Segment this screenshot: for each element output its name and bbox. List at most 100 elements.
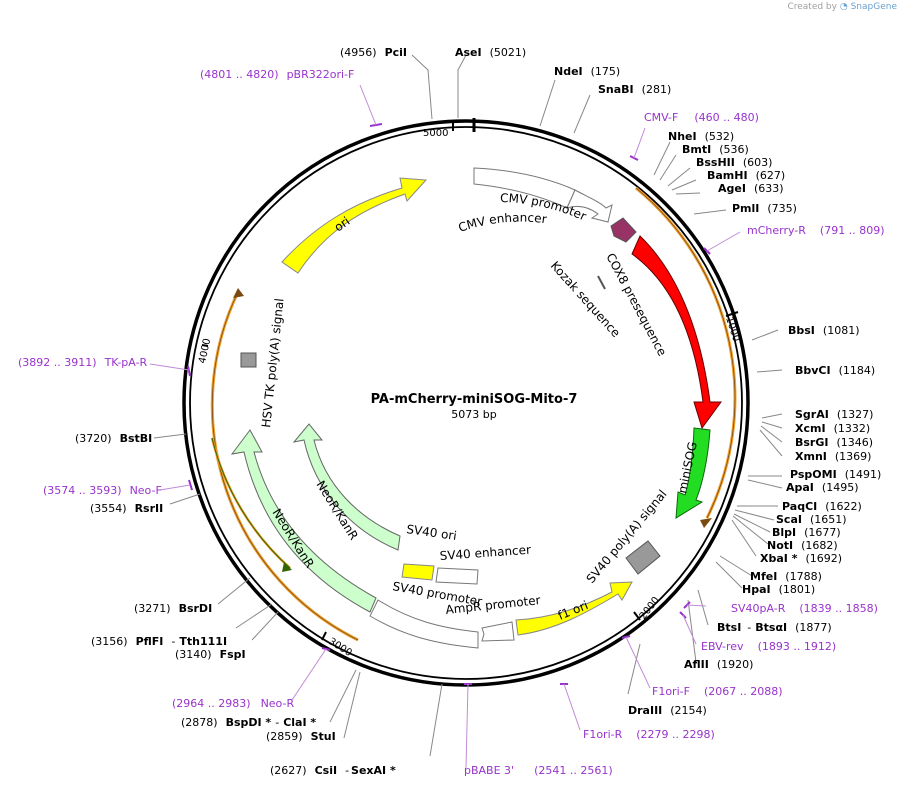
- feature-ampr-promoter: [481, 621, 515, 642]
- svg-text:BmtI(536): BmtI(536): [682, 143, 749, 156]
- site-rsr: (3554)RsrII: [90, 502, 163, 515]
- primer-neor: (2964 .. 2983)Neo-R: [172, 697, 294, 710]
- site-psp: PspOMI(1491): [790, 468, 881, 481]
- svg-text:SgrAI(1327): SgrAI(1327): [795, 408, 873, 421]
- primer-sv40par: SV40pA-R(1839 .. 1858): [731, 602, 878, 615]
- site-csi: (2627)CsiI-SexAI *: [270, 764, 396, 777]
- primer-leaders: [149, 84, 741, 769]
- svg-text:PaqCI(1622): PaqCI(1622): [782, 500, 862, 513]
- svg-text:NotI(1682): NotI(1682): [767, 539, 838, 552]
- cds-outline-left-arrow: [233, 288, 244, 298]
- svg-text:PspOMI(1491): PspOMI(1491): [790, 468, 881, 481]
- svg-text:(3140)FspI: (3140)FspI: [175, 648, 246, 661]
- svg-text:HpaI(1801): HpaI(1801): [742, 583, 815, 596]
- tick-4000: 4000: [197, 337, 213, 364]
- feature-pamcherry: [631, 235, 722, 430]
- site-afl: AflII(1920): [684, 658, 753, 671]
- neo-inner-arrow: [282, 562, 292, 572]
- svg-text:(2627)CsiI-SexAI *: (2627)CsiI-SexAI *: [270, 764, 396, 777]
- site-sgrai: SgrAI(1327): [795, 408, 873, 421]
- site-xba: XbaI *(1692): [760, 552, 842, 565]
- primer-f1orir: F1ori-R(2279 .. 2298): [583, 728, 715, 741]
- label-cmv-enhancer: CMV enhancer: [457, 211, 548, 235]
- svg-text:XcmI(1332): XcmI(1332): [795, 422, 870, 435]
- site-bsrdi: (3271)BsrDI: [134, 602, 212, 615]
- site-bmt: BmtI(536): [682, 143, 749, 156]
- site-bspdi: (2878)BspDI *-ClaI *: [181, 716, 316, 729]
- credit-prefix: Created by: [787, 2, 837, 12]
- feature-kozak: [597, 275, 606, 290]
- primer-pbr322: (4801 .. 4820)pBR322ori-F: [200, 68, 354, 81]
- svg-text:PmlI(735): PmlI(735): [732, 202, 797, 215]
- svg-text:NheI(532): NheI(532): [668, 130, 734, 143]
- svg-text:XbaI *(1692): XbaI *(1692): [760, 552, 842, 565]
- backbone-inner-ring: [189, 126, 743, 680]
- site-bts: BtsI-BtsαI(1877): [717, 621, 832, 634]
- primer-pbabe: pBABE 3'(2541 .. 2561): [464, 764, 613, 777]
- snapgene-logo-icon: ◔: [839, 2, 848, 12]
- tick-4000-label: 4000: [197, 337, 213, 364]
- svg-text:AflII(1920): AflII(1920): [684, 658, 753, 671]
- feature-minisog: [675, 427, 711, 519]
- feature-hsv-tk: [240, 352, 257, 368]
- svg-text:(3574 .. 3593)Neo-F: (3574 .. 3593)Neo-F: [43, 484, 162, 497]
- label-hsv-tk: HSV TK poly(A) signal: [259, 298, 287, 429]
- site-dra: DraIII(2154): [628, 704, 707, 717]
- site-bstbi: (3720)BstBI: [75, 432, 152, 445]
- site-snab: SnaBI(281): [598, 83, 671, 96]
- primer-mcherryr: mCherry-R(791 .. 809): [747, 224, 884, 237]
- svg-text:AgeI(633): AgeI(633): [718, 182, 784, 195]
- feature-cox8: [610, 217, 637, 243]
- svg-text:BbsI(1081): BbsI(1081): [788, 324, 859, 337]
- tick-5000-label: 5000: [423, 128, 448, 139]
- svg-text:SV40pA-R(1839 .. 1858): SV40pA-R(1839 .. 1858): [731, 602, 878, 615]
- feature-f1ori: [515, 581, 633, 636]
- feature-sv40-ori: [401, 563, 435, 581]
- snapgene-credit: Created by ◔ SnapGene: [787, 2, 897, 12]
- svg-text:mCherry-R(791 .. 809): mCherry-R(791 .. 809): [747, 224, 884, 237]
- cds-outline-left-core: [211, 291, 359, 641]
- label-sv40-ori: SV40 ori: [406, 522, 458, 543]
- credit-brand: SnapGene: [850, 2, 897, 12]
- svg-text:(4801 .. 4820)pBR322ori-F: (4801 .. 4820)pBR322ori-F: [200, 68, 354, 81]
- site-mfe: MfeI(1788): [750, 570, 822, 583]
- tick-5000: 5000: [423, 123, 454, 139]
- feature-ori: [281, 177, 428, 274]
- site-sca: ScaI(1651): [776, 513, 847, 526]
- site-bsshii: BssHII(603): [696, 156, 772, 169]
- feature-sv40-promoter: [369, 599, 479, 649]
- svg-text:ScaI(1651): ScaI(1651): [776, 513, 847, 526]
- label-neor-outer: NeoR/KanR: [269, 506, 316, 570]
- site-bbvci: BbvCI(1184): [795, 364, 875, 377]
- feature-sv40polya: [625, 540, 661, 575]
- primer-f1orif: F1ori-F(2067 .. 2088): [652, 685, 783, 698]
- primer-tkpa: (3892 .. 3911)TK-pA-R: [18, 356, 148, 369]
- svg-text:MfeI(1788): MfeI(1788): [750, 570, 822, 583]
- cds-outline-right-arrow: [700, 518, 712, 528]
- site-leaders: [153, 54, 783, 757]
- site-paqci: PaqCI(1622): [782, 500, 862, 513]
- svg-text:(3271)BsrDI: (3271)BsrDI: [134, 602, 212, 615]
- site-apa: ApaI(1495): [786, 481, 858, 494]
- site-age: AgeI(633): [718, 182, 784, 195]
- svg-text:XmnI(1369): XmnI(1369): [795, 450, 871, 463]
- feature-sv40-enhancer: [435, 567, 479, 585]
- svg-text:(2964 .. 2983)Neo-R: (2964 .. 2983)Neo-R: [172, 697, 294, 710]
- svg-text:(2859)StuI: (2859)StuI: [266, 730, 336, 743]
- svg-text:BbvCI(1184): BbvCI(1184): [795, 364, 875, 377]
- site-nhe: NheI(532): [668, 130, 734, 143]
- plasmid-name: PA-mCherry-miniSOG-Mito-7: [371, 392, 578, 407]
- primer-neof: (3574 .. 3593)Neo-F: [43, 484, 162, 497]
- site-not: NotI(1682): [767, 539, 838, 552]
- svg-text:ApaI(1495): ApaI(1495): [786, 481, 858, 494]
- site-bbs: BbsI(1081): [788, 324, 859, 337]
- svg-text:CMV-F(460 .. 480): CMV-F(460 .. 480): [644, 111, 759, 124]
- svg-text:NdeI(175): NdeI(175): [554, 65, 620, 78]
- feature-cmv-promoter: [566, 189, 613, 223]
- site-bsrgi: BsrGI(1346): [795, 436, 873, 449]
- svg-text:SnaBI(281): SnaBI(281): [598, 83, 671, 96]
- label-f1ori: f1 ori: [556, 598, 590, 623]
- svg-text:pBABE 3'(2541 .. 2561): pBABE 3'(2541 .. 2561): [464, 764, 613, 777]
- svg-text:(3892 .. 3911)TK-pA-R: (3892 .. 3911)TK-pA-R: [18, 356, 148, 369]
